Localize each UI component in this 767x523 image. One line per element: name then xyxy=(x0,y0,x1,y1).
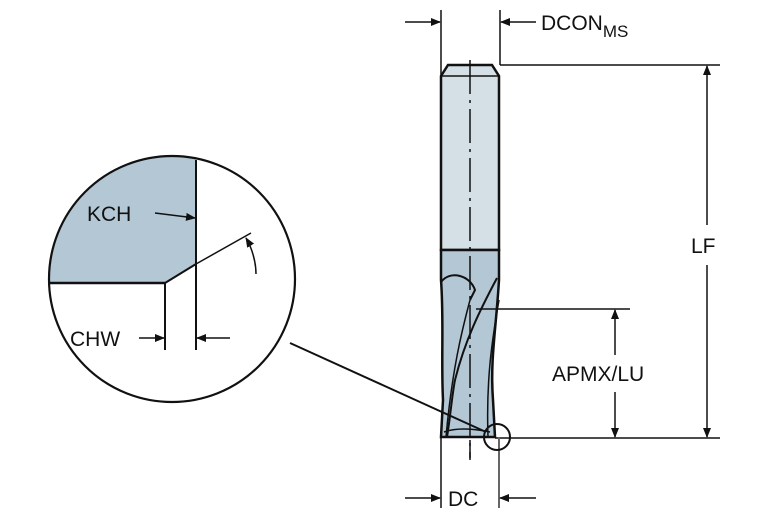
kch-label: KCH xyxy=(87,203,131,226)
leader-line xyxy=(289,342,487,433)
dcon-dimension: DCONMS xyxy=(405,10,628,76)
flute-helix xyxy=(440,274,477,301)
dcon-label: DCONMS xyxy=(541,12,628,41)
dc-label: DC xyxy=(448,488,478,511)
apmx-label: APMX/LU xyxy=(552,363,644,386)
detail-circle xyxy=(47,154,297,404)
lf-dimension: LF xyxy=(495,64,720,439)
lf-label: LF xyxy=(691,235,716,258)
end-mill-tool xyxy=(439,60,501,460)
apmx-dimension: APMX/LU xyxy=(476,308,644,438)
angle-arc xyxy=(245,237,257,275)
flute-helix xyxy=(486,299,500,438)
detail-callout: KCH CHW xyxy=(47,154,511,451)
chw-label: CHW xyxy=(70,328,120,351)
dc-dimension: DC xyxy=(405,437,536,511)
detail-marker-circle xyxy=(483,423,511,451)
flute-helix xyxy=(446,277,498,438)
